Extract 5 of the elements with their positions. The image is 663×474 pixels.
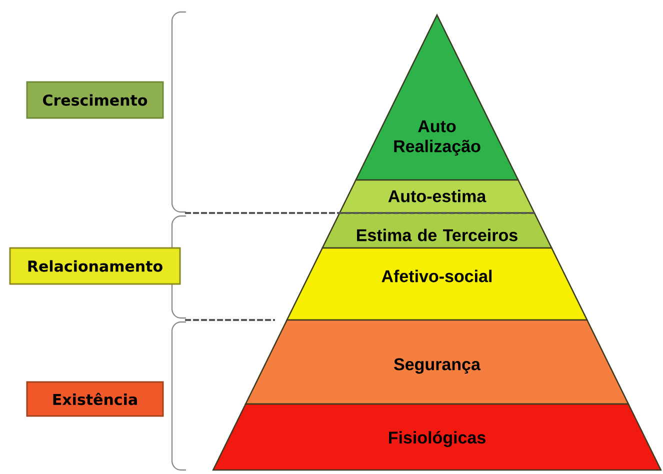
pyramid-level: Segurança — [244, 319, 630, 405]
pyramid-level: Auto-estima — [338, 179, 536, 214]
category-box: Relacionamento — [9, 247, 181, 285]
category-box: Crescimento — [26, 81, 164, 119]
category-box: Existência — [26, 381, 164, 417]
